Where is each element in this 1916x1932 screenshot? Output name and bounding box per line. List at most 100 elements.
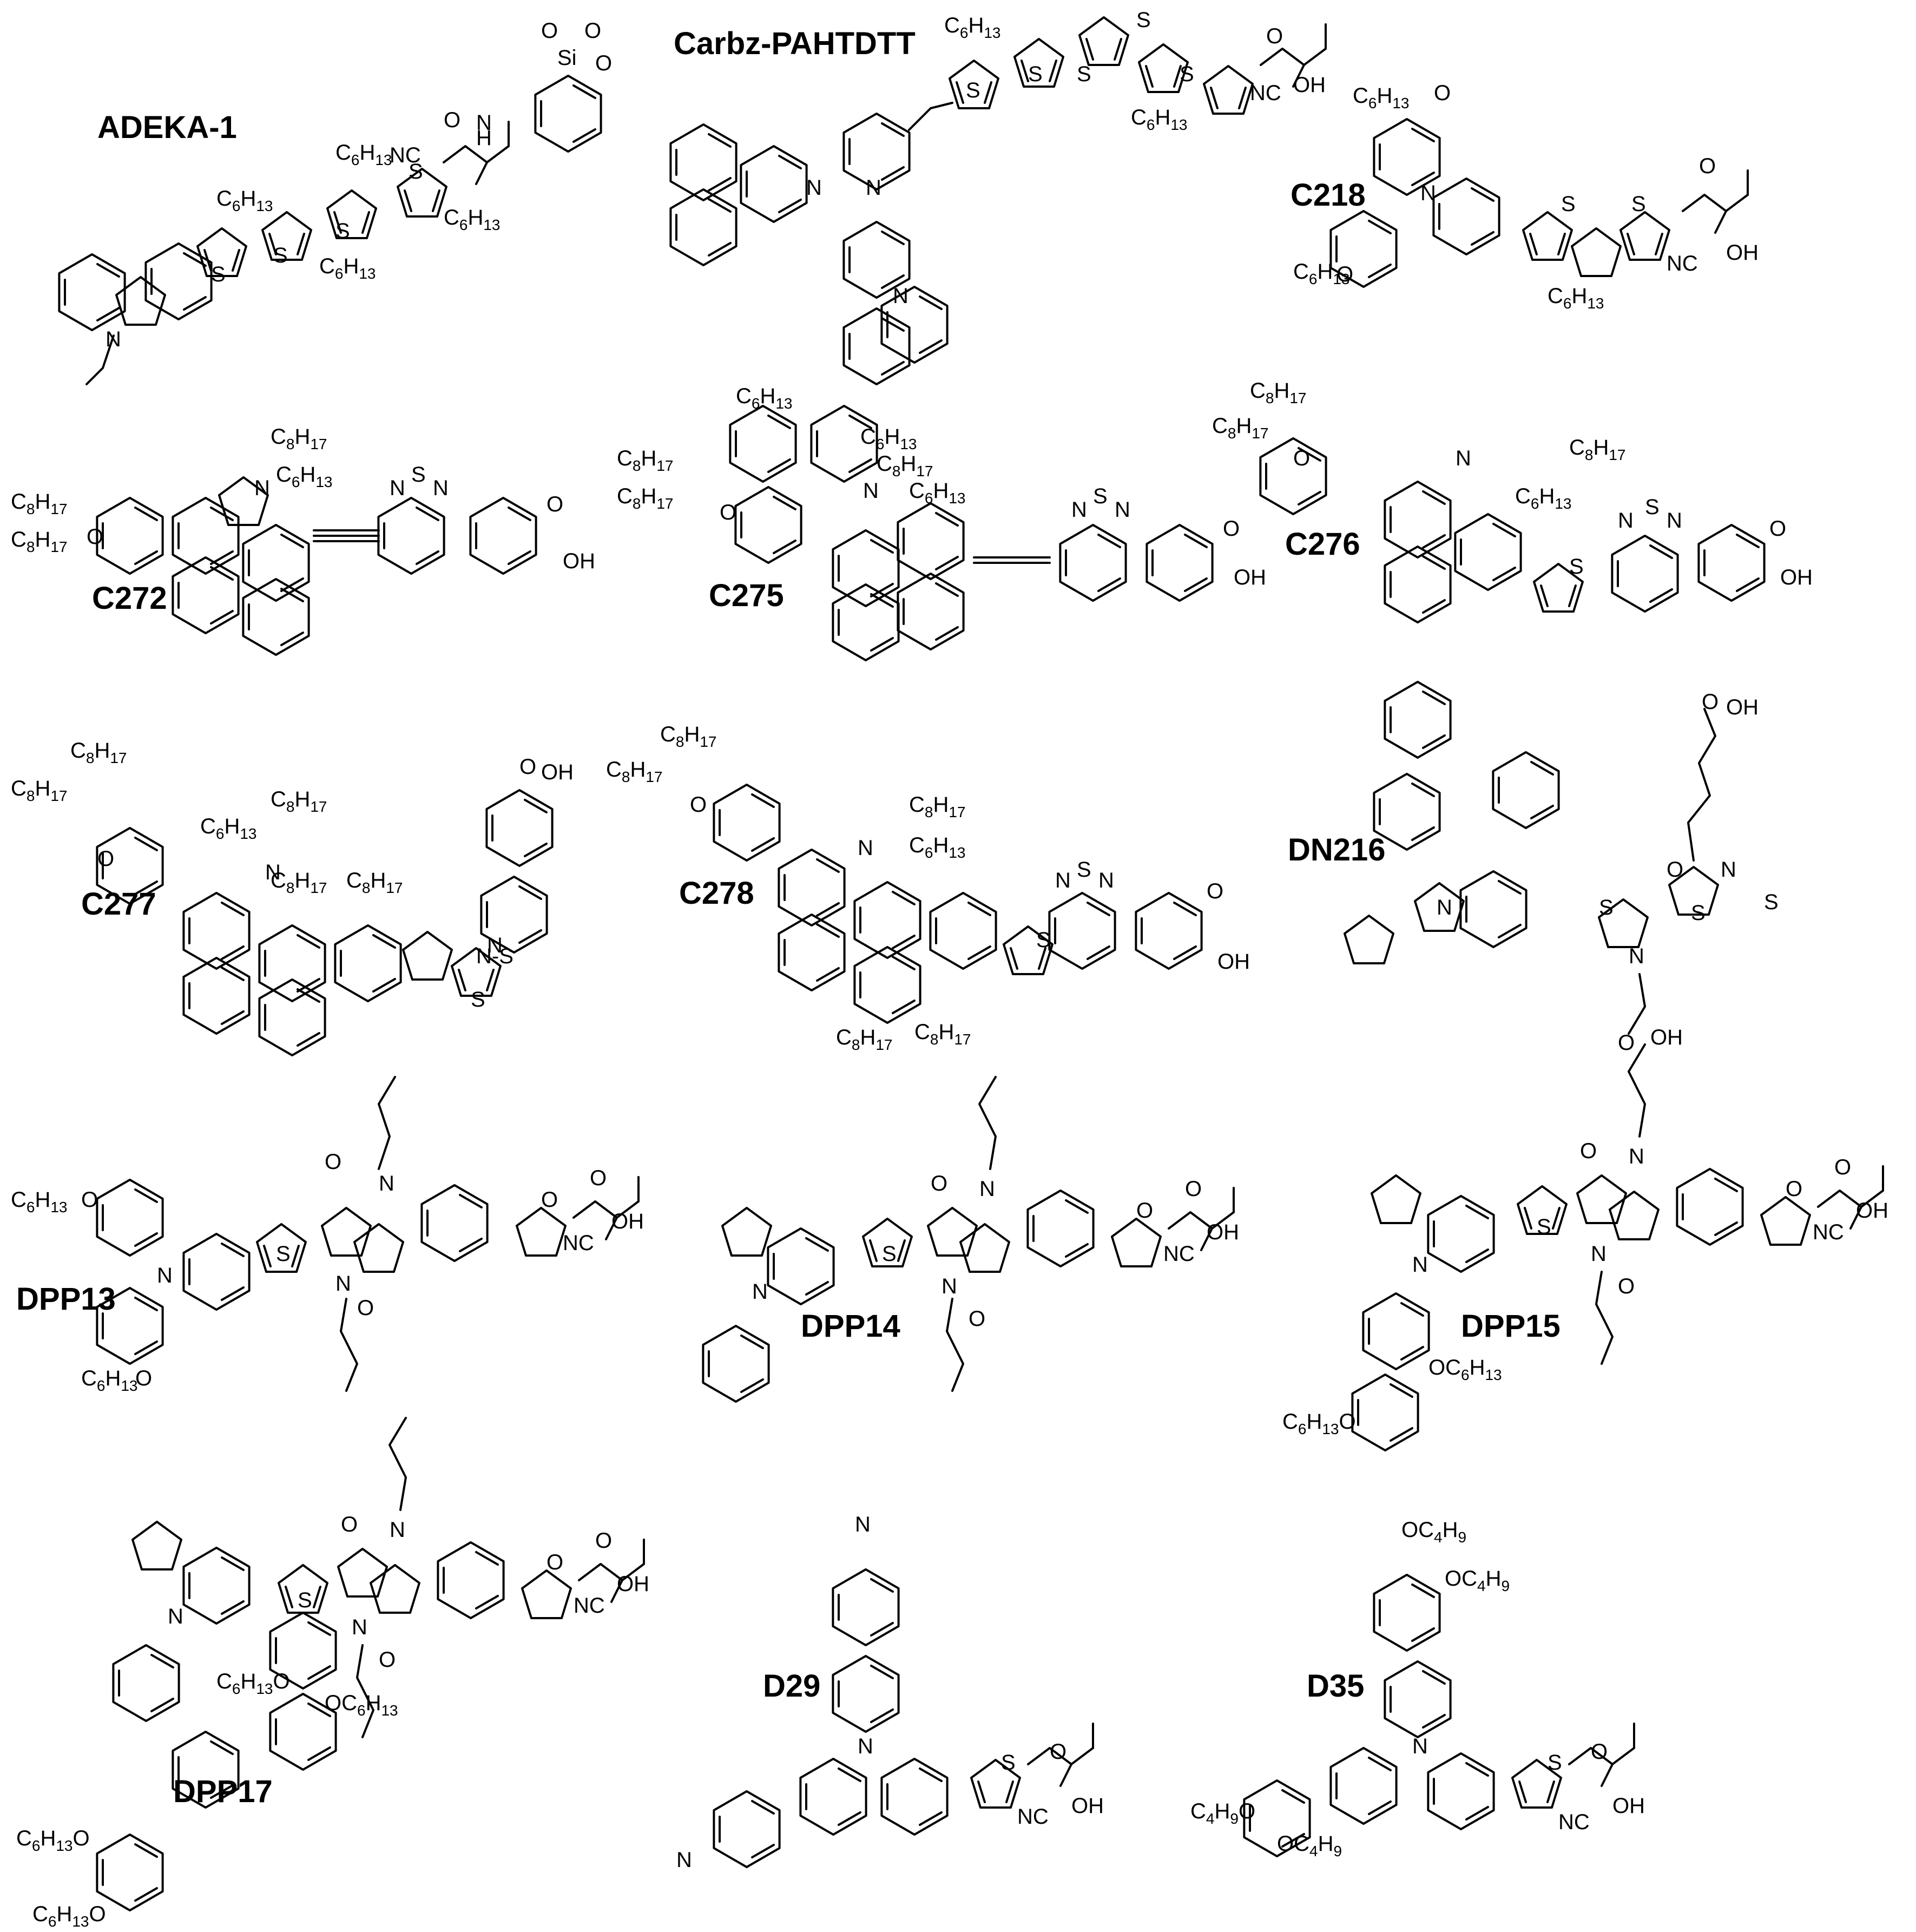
svg-text:NC: NC: [1667, 252, 1698, 275]
svg-text:O: O: [1702, 690, 1719, 714]
svg-text:C8H17: C8H17: [70, 739, 127, 766]
structure-d29: D29 N N N S NC O OH: [676, 1513, 1104, 1872]
structure-dpp14: DPP14 N S O N N O O NC O OH: [702, 1076, 1239, 1403]
svg-text:N: N: [1115, 498, 1130, 522]
svg-text:O: O: [97, 847, 114, 871]
svg-text:O: O: [1434, 81, 1451, 105]
svg-text:N: N: [676, 1848, 692, 1872]
svg-text:N: N: [1629, 944, 1644, 968]
compound-name: C276: [1285, 527, 1360, 562]
svg-text:N: N: [1437, 896, 1452, 919]
svg-text:N: N: [1667, 509, 1682, 533]
svg-text:O: O: [1769, 517, 1786, 541]
svg-text:C6H13: C6H13: [444, 206, 501, 233]
svg-text:O: O: [1618, 1031, 1635, 1055]
svg-text:O: O: [1293, 446, 1310, 470]
svg-text:C6H13: C6H13: [200, 814, 257, 842]
svg-text:O: O: [547, 1550, 563, 1574]
compound-name: C277: [81, 886, 156, 922]
structure-c277: C277 N O S N N-S O OH C8H17 C8H17 C8H17 …: [11, 739, 574, 1056]
svg-text:N: N: [806, 176, 822, 200]
svg-text:C6H13O: C6H13O: [32, 1902, 106, 1930]
svg-text:S: S: [1764, 890, 1779, 914]
svg-text:OH: OH: [1726, 241, 1759, 265]
svg-text:O: O: [1580, 1139, 1597, 1163]
svg-text:C8H17: C8H17: [909, 793, 966, 820]
svg-text:O: O: [325, 1150, 341, 1174]
svg-text:S: S: [1537, 1215, 1551, 1239]
structure-dpp13: DPP13 N O O S O N N O O NC O OH C6H13 C6…: [11, 1076, 644, 1394]
svg-text:N: N: [433, 476, 449, 500]
svg-text:N: N: [254, 476, 270, 500]
svg-text:O: O: [444, 108, 460, 132]
svg-text:C4H9O: C4H9O: [1190, 1799, 1255, 1827]
svg-text:N: N: [893, 284, 908, 308]
svg-text:O: O: [1223, 517, 1240, 541]
structure-carbz-pahtdtt: Carbz-PAHTDTT N N N S S S S S NC O OH C6…: [669, 8, 1327, 385]
structure-dpp17: DPP17 N S O N N O O NC O OH C6H13O OC6H1…: [16, 1417, 649, 1930]
svg-text:OH: OH: [1234, 566, 1266, 589]
svg-text:C6H13: C6H13: [81, 1366, 138, 1394]
svg-text:C6H13O: C6H13O: [16, 1826, 90, 1854]
svg-text:H: H: [476, 126, 492, 150]
svg-text:N: N: [352, 1615, 367, 1639]
svg-text:N: N: [1721, 858, 1736, 882]
svg-text:C8H17: C8H17: [346, 869, 403, 896]
svg-text:O: O: [690, 793, 707, 817]
svg-text:OH: OH: [1071, 1794, 1104, 1818]
compound-name: DPP14: [801, 1309, 900, 1344]
svg-text:O: O: [1591, 1740, 1608, 1764]
compound-name: C275: [709, 578, 784, 613]
svg-text:C6H13: C6H13: [1548, 284, 1604, 312]
structure-c278: C278 N O S S N N O OH C8H17 C8H17 C8H17 …: [606, 722, 1250, 1053]
svg-text:N: N: [1071, 498, 1087, 522]
svg-text:S: S: [1077, 62, 1091, 86]
svg-text:S: S: [471, 988, 485, 1011]
svg-text:C8H17: C8H17: [660, 722, 717, 750]
svg-text:C6H13: C6H13: [335, 141, 392, 168]
svg-text:S: S: [409, 160, 423, 183]
svg-text:C8H17: C8H17: [11, 490, 68, 517]
svg-text:O: O: [87, 525, 103, 549]
svg-text:N: N: [390, 476, 405, 500]
compound-name: Carbz-PAHTDTT: [674, 26, 916, 61]
structure-dn216: DN216 N S N S N S O O OH O OH: [1288, 681, 1779, 1055]
svg-text:C8H17: C8H17: [271, 869, 327, 896]
svg-text:O: O: [969, 1307, 985, 1331]
svg-text:OH: OH: [541, 760, 574, 784]
svg-text:N: N: [752, 1280, 768, 1304]
svg-text:O: O: [590, 1166, 607, 1190]
svg-text:OH: OH: [1612, 1794, 1645, 1818]
svg-text:N: N: [1098, 869, 1114, 892]
svg-text:OC6H13: OC6H13: [325, 1691, 398, 1719]
svg-text:OH: OH: [1207, 1220, 1239, 1244]
svg-text:O: O: [1266, 24, 1283, 48]
svg-text:C8H17: C8H17: [1212, 414, 1269, 442]
svg-text:N-S: N-S: [476, 944, 513, 968]
svg-text:N: N: [1055, 869, 1071, 892]
svg-text:NC: NC: [563, 1231, 594, 1255]
svg-text:N: N: [858, 1734, 873, 1758]
svg-text:NC: NC: [1813, 1220, 1844, 1244]
compound-name: C272: [92, 581, 167, 616]
svg-text:NC: NC: [574, 1594, 605, 1618]
svg-text:OH: OH: [563, 549, 595, 573]
svg-text:C8H17: C8H17: [11, 777, 68, 804]
svg-text:N: N: [1412, 1253, 1428, 1277]
svg-text:OH: OH: [1293, 73, 1326, 97]
svg-text:O: O: [1699, 154, 1716, 178]
svg-text:S: S: [211, 262, 226, 286]
svg-text:O: O: [720, 501, 736, 524]
svg-text:OH: OH: [1856, 1199, 1888, 1223]
svg-text:N: N: [1629, 1145, 1644, 1168]
svg-text:S: S: [411, 463, 426, 487]
svg-text:C8H17: C8H17: [271, 425, 327, 452]
svg-text:N: N: [168, 1605, 183, 1628]
svg-text:S: S: [1691, 901, 1706, 925]
svg-text:C6H13: C6H13: [860, 425, 917, 452]
structure-dpp15: DPP15 N S O N N O O NC O OH OC6H13 C6H13…: [1282, 1043, 1888, 1451]
svg-text:N: N: [855, 1513, 871, 1536]
svg-text:N: N: [487, 934, 503, 957]
svg-text:O: O: [135, 1366, 152, 1390]
